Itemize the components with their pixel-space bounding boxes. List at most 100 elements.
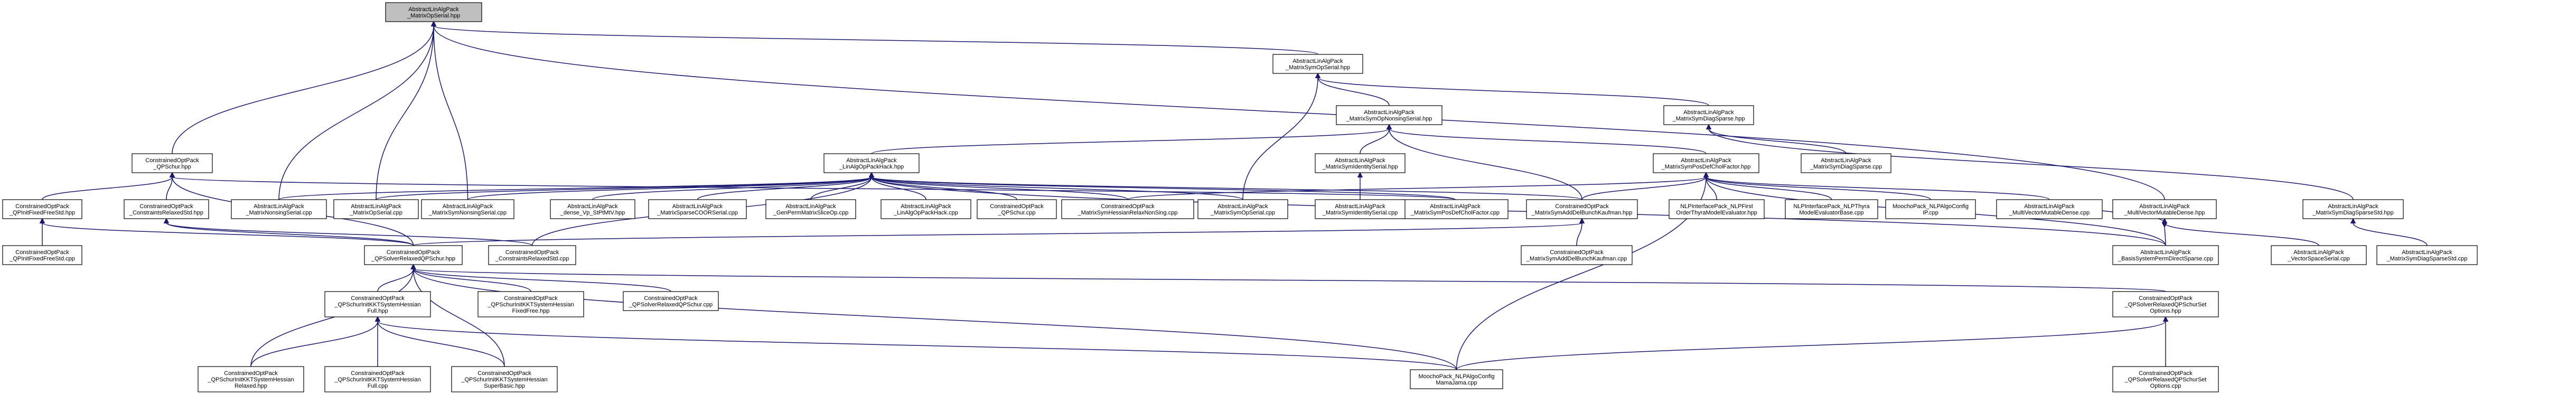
file-node-msdss-cpp[interactable]: AbstractLinAlgPack_MatrixSymDiagSparseSt… (2376, 245, 2478, 265)
node-box (132, 153, 213, 173)
include-edge (410, 264, 531, 292)
file-node-crs-h[interactable]: ConstrainedOptPack_ConstraintsRelaxedStd… (124, 199, 209, 219)
include-edge (374, 316, 1457, 370)
file-node-vss-cpp[interactable]: AbstractLinAlgPack_VectorSpaceSerial.cpp (2271, 245, 2367, 265)
file-node-kktff-h[interactable]: ConstrainedOptPack_QPSchurInitKKTSystemH… (477, 291, 584, 317)
node-box (1315, 199, 1406, 219)
node-box (364, 245, 463, 265)
file-node-kktfull-h[interactable]: ConstrainedOptPack_QPSchurInitKKTSystemH… (324, 291, 431, 317)
include-edge (1386, 124, 1582, 200)
include-edge (871, 124, 1392, 154)
file-node-msis-h[interactable]: AbstractLinAlgPack_MatrixSymIdentitySeri… (1315, 153, 1406, 173)
file-node-msns-cpp[interactable]: AbstractLinAlgPack_MatrixSymNonsingSeria… (421, 199, 514, 219)
file-node-nlpfo-h[interactable]: NLPInterfacePack_NLPFirstOrderThyraModel… (1669, 199, 1765, 219)
node-label: _BasisSystemPermDirectSparse.cpp (2118, 256, 2213, 262)
file-node-mns-cpp[interactable]: AbstractLinAlgPack_MatrixNonsingSerial.c… (231, 199, 327, 219)
file-node-bspds-cpp[interactable]: AbstractLinAlgPack_BasisSystemPermDirect… (2112, 245, 2219, 265)
node-label: NLPInterfacePack_NLPFirst (1680, 203, 1753, 210)
include-edge (467, 172, 875, 200)
file-node-msds-h[interactable]: AbstractLinAlgPack_MatrixSymDiagSparse.h… (1663, 105, 1754, 125)
file-node-mvmd-cpp[interactable]: AbstractLinAlgPack_MultiVectorMutableDen… (1996, 199, 2103, 219)
node-label: _QPSchur.cpp (998, 210, 1036, 216)
file-node-lapp-h[interactable]: AbstractLinAlgPack_LinAlgOpPackHack.hpp (823, 153, 920, 173)
node-box (823, 153, 920, 173)
node-label: ConstrainedOptPack (224, 370, 278, 377)
file-node-gpms-cpp[interactable]: AbstractLinAlgPack_GenPermMatrixSliceOp.… (765, 199, 856, 219)
file-node-nlpme-cpp[interactable]: NLPInterfacePack_NLPThyraModelEvaluatorB… (1785, 199, 1878, 219)
include-edge (1576, 218, 1585, 246)
include-edge (42, 172, 175, 200)
file-node-root[interactable]: AbstractLinAlgPack_MatrixOpSerial.hpp (385, 2, 482, 22)
node-label: ConstrainedOptPack (505, 249, 559, 256)
node-box (1653, 153, 1759, 173)
file-node-kktrel-h[interactable]: ConstrainedOptPack_QPSchurInitKKTSystemH… (198, 366, 304, 392)
node-box (2271, 245, 2367, 265)
file-node-msdss-h[interactable]: AbstractLinAlgPack_MatrixSymDiagSparseSt… (2302, 199, 2404, 219)
file-node-qpsso-cpp[interactable]: ConstrainedOptPack_QPSolverRelaxedQPSchu… (2112, 366, 2219, 392)
node-label: AbstractLinAlgPack (1683, 109, 1734, 116)
node-label: _MatrixSymDiagSparseStd.hpp (2312, 210, 2393, 216)
node-box (324, 366, 431, 392)
file-node-mpss-h[interactable]: AbstractLinAlgPack_MatrixSymOpSerial.hpp (1272, 54, 1363, 74)
node-label: _QPInitFixedFreeStd.cpp (9, 256, 75, 262)
node-label: ConstrainedOptPack (15, 249, 69, 256)
file-node-mshrns-cpp[interactable]: ConstrainedOptPack_MatrixSymHessianRelax… (1061, 199, 1194, 219)
file-node-msadbk-h[interactable]: ConstrainedOptPack_MatrixSymAddDelBunchK… (1526, 199, 1638, 219)
file-node-msons-h[interactable]: AbstractLinAlgPack_MatrixSymOpNonsingSer… (1336, 105, 1442, 125)
file-node-mspd-h[interactable]: AbstractLinAlgPack_MatrixSymPosDefCholFa… (1653, 153, 1759, 173)
node-label: _MultiVectorMutableDense.cpp (2009, 210, 2090, 216)
file-node-msadbk-cpp[interactable]: ConstrainedOptPack_MatrixSymAddDelBunchK… (1521, 245, 1633, 265)
node-label: _MatrixSymNonsingSerial.cpp (428, 210, 507, 216)
file-node-crs-cpp[interactable]: ConstrainedOptPack_ConstraintsRelaxedStd… (488, 245, 576, 265)
file-node-qpsrs-h[interactable]: ConstrainedOptPack_QPSolverRelaxedQPSchu… (364, 245, 463, 265)
node-box (477, 291, 584, 317)
file-node-mos-cpp[interactable]: AbstractLinAlgPack_MatrixOpSerial.cpp (333, 199, 419, 219)
node-label: AbstractLinAlgPack (2140, 249, 2191, 256)
file-node-mscoor-cpp[interactable]: AbstractLinAlgPack_MatrixSparseCOORSeria… (648, 199, 747, 219)
file-node-kktfull-cpp[interactable]: ConstrainedOptPack_QPSchurInitKKTSystemH… (324, 366, 431, 392)
node-label: AbstractLinAlgPack (408, 6, 459, 13)
node-box (550, 199, 635, 219)
file-node-qpff-h[interactable]: ConstrainedOptPack_QPInitFixedFreeStd.hp… (2, 199, 82, 219)
node-label: ConstrainedOptPack (504, 295, 558, 302)
node-label: ConstrainedOptPack (1550, 249, 1604, 256)
file-node-qpschur-h[interactable]: ConstrainedOptPack_QPSchur.hpp (132, 153, 213, 173)
node-label: ConstrainedOptPack (1101, 203, 1155, 210)
file-node-dvsy-h[interactable]: AbstractLinAlgPack_dense_Vp_StPtMtV.hpp (550, 199, 635, 219)
file-node-msis-cpp[interactable]: AbstractLinAlgPack_MatrixSymIdentitySeri… (1315, 199, 1406, 219)
file-node-qpff-cpp[interactable]: ConstrainedOptPack_QPInitFixedFreeStd.cp… (2, 245, 82, 265)
file-node-lapp-cpp[interactable]: AbstractLinAlgPack_LinAlgOpPackHack.cpp (880, 199, 971, 219)
file-node-qpschur-cpp[interactable]: ConstrainedOptPack_QPSchur.cpp (977, 199, 1057, 219)
node-box (2, 199, 82, 219)
node-label: AbstractLinAlgPack (254, 203, 304, 210)
node-label: AbstractLinAlgPack (846, 157, 897, 164)
node-label: AbstractLinAlgPack (351, 203, 401, 210)
node-box (2112, 199, 2217, 219)
include-edge (1360, 124, 1392, 154)
file-node-mpss-cpp[interactable]: AbstractLinAlgPack_MatrixSymOpSerial.cpp (1197, 199, 1288, 219)
file-node-mspd-cpp[interactable]: AbstractLinAlgPack_MatrixSymPosDefCholFa… (1402, 199, 1509, 219)
node-label: _MatrixSymOpSerial.cpp (1210, 210, 1275, 216)
include-edge (1703, 172, 1931, 200)
node-label: SuperBasic.hpp (484, 383, 525, 389)
include-edge (169, 172, 1456, 200)
node-label: _LinAlgOpPackHack.hpp (839, 164, 904, 170)
include-edge (2161, 218, 2319, 246)
node-box (1785, 199, 1878, 219)
node-box (1197, 199, 1288, 219)
node-box (1526, 199, 1638, 219)
include-edge (1456, 316, 2169, 370)
node-label: ConstrainedOptPack (644, 295, 698, 302)
node-label: _dense_Vp_StPtMtV.hpp (560, 210, 625, 216)
file-node-mvmd-h[interactable]: AbstractLinAlgPack_MultiVectorMutableDen… (2112, 199, 2217, 219)
file-node-kktsb-h[interactable]: ConstrainedOptPack_QPSchurInitKKTSystemH… (451, 366, 558, 392)
node-label: _QPSolverRelaxedQPSchur.hpp (371, 256, 455, 262)
include-edge (163, 218, 533, 246)
dependency-edges (39, 21, 2428, 370)
file-node-qpsso-h[interactable]: ConstrainedOptPack_QPSolverRelaxedQPSchu… (2112, 291, 2219, 317)
file-node-msds-cpp[interactable]: AbstractLinAlgPack_MatrixSymDiagSparse.c… (1801, 153, 1891, 173)
node-label: _QPSchur.hpp (153, 164, 191, 170)
file-node-qpsrs-cpp[interactable]: ConstrainedOptPack_QPSolverRelaxedQPSchu… (623, 291, 719, 311)
